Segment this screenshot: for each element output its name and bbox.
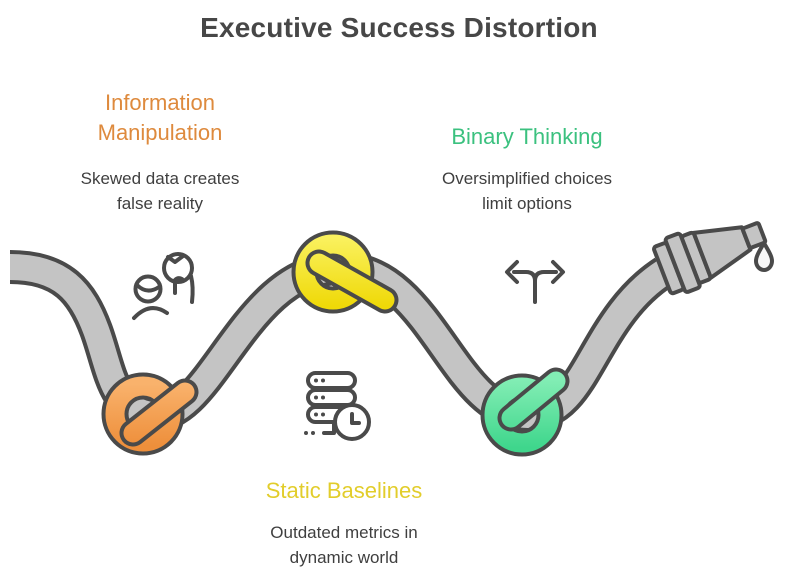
section-description-binary-thinking: Oversimplified choices limit options <box>441 169 613 213</box>
section-label-information-manipulation: Information Manipulation <box>97 90 223 145</box>
knot-yellow <box>291 230 399 314</box>
whisper-people-icon <box>132 252 195 320</box>
section-description-static-baselines: Outdated metrics in dynamic world <box>270 523 418 567</box>
section-label-static-baselines: Static Baselines <box>265 478 423 503</box>
hose-nozzle-icon <box>652 221 768 296</box>
page-title: Executive Success Distortion <box>200 12 598 43</box>
knot-green <box>480 367 570 457</box>
fork-arrows-icon <box>505 260 565 304</box>
knot-orange <box>101 372 199 456</box>
server-clock-icon <box>304 371 371 441</box>
section-description-information-manipulation: Skewed data creates false reality <box>80 169 240 213</box>
section-label-binary-thinking: Binary Thinking <box>451 124 603 149</box>
water-drop-icon <box>754 241 774 272</box>
